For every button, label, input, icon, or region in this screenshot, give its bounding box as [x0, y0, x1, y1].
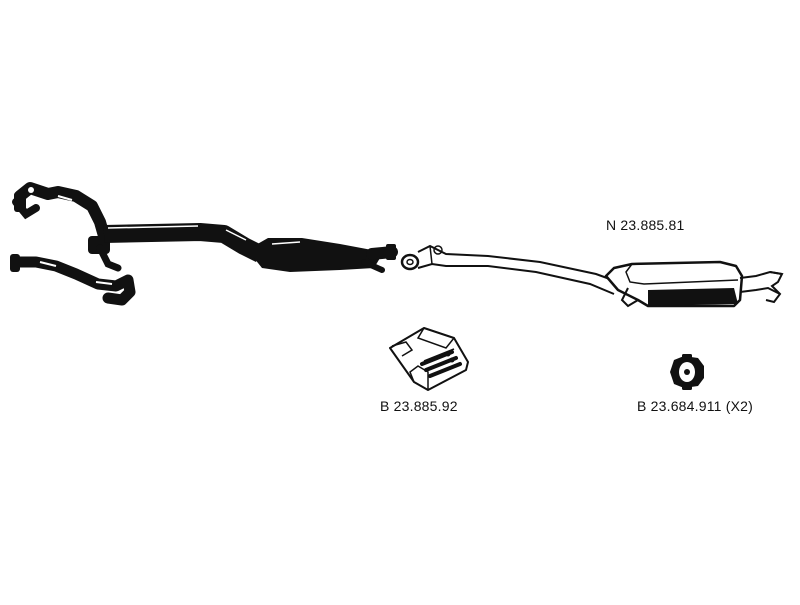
mounting-kit-part-number: B 23.885.92 — [380, 398, 458, 414]
rear-section-part-number: N 23.885.81 — [606, 217, 685, 233]
front-pipe-icon — [10, 182, 398, 306]
rubber-hanger-icon — [670, 354, 704, 390]
rubber-hanger-part-number: B 23.684.911 (X2) — [637, 398, 753, 414]
mounting-kit-icon — [389, 327, 469, 391]
rear-silencer-icon — [400, 244, 784, 308]
